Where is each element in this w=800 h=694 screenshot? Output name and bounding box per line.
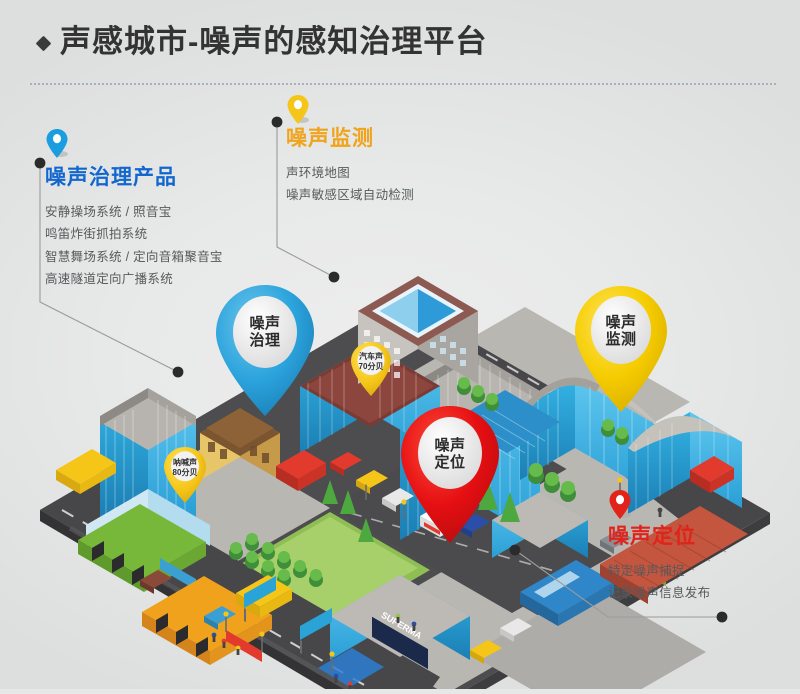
db-label-line-1: 呐喊声 (173, 458, 197, 467)
db-bubble-shout-noise-label: 呐喊声 80分贝 (162, 458, 208, 478)
block-monitor-heading: 噪声监测 (286, 127, 374, 150)
mini-pin-locate-icon (609, 490, 631, 520)
db-label-line-1: 汽车声 (359, 352, 383, 361)
building-right-small (492, 492, 588, 558)
page-title-text: 声感城市-噪声的感知治理平台 (60, 24, 488, 59)
pin-label-line-2: 治理 (249, 331, 281, 349)
block-monitor-line-1: 声环境地图 (286, 166, 351, 180)
block-products-line-4: 高速隧道定向广播系统 (45, 271, 174, 286)
text-block-products: 噪声治理产品 安静操场系统 / 照音宝 鸣笛炸街抓拍系统 智慧舞场系统 / 定向… (45, 167, 223, 290)
db-bubble-shout-noise[interactable]: 呐喊声 80分贝 (162, 446, 208, 504)
map-pin-noise-monitor-label: 噪声 监测 (571, 314, 671, 349)
block-products-heading: 噪声治理产品 (45, 166, 177, 189)
building-brownstone (200, 408, 280, 480)
block-products-line-1: 安静操场系统 / 照音宝 (45, 205, 172, 219)
title-divider (30, 83, 776, 85)
block-locate-heading: 噪声定位 (608, 525, 696, 548)
pin-label-line-1: 噪声 (605, 314, 637, 331)
pin-label-line-2: 定位 (434, 453, 466, 471)
db-label-line-2: 80分贝 (172, 467, 198, 477)
map-pin-noise-treatment[interactable]: 噪声 治理 (212, 283, 318, 418)
block-locate-line-2: 记录噪声信息发布 (608, 586, 711, 601)
pin-label-line-1: 噪声 (249, 315, 281, 332)
db-label-line-2: 70分贝 (358, 361, 384, 371)
street-furniture (211, 477, 663, 691)
map-pin-noise-location[interactable]: 噪声 定位 (398, 404, 502, 545)
block-products-line-2: 鸣笛炸街抓拍系统 (45, 227, 148, 242)
map-pin-noise-location-label: 噪声 定位 (398, 437, 502, 472)
map-pin-noise-monitor[interactable]: 噪声 监测 (571, 284, 671, 414)
db-bubble-car-noise-label: 汽车声 70分贝 (349, 352, 393, 372)
building-pyramid-tower (358, 276, 478, 384)
text-block-locate: 噪声定位 特定噪声捕捉 记录噪声信息发布 (608, 526, 710, 605)
page-title: 声感城市-噪声的感知治理平台 (35, 24, 488, 59)
db-bubble-car-noise[interactable]: 汽车声 70分贝 (349, 341, 393, 397)
mini-pin-monitor-icon (287, 95, 309, 125)
pin-label-line-1: 噪声 (434, 437, 466, 454)
diamond-bullet-icon (35, 35, 52, 52)
block-locate-line-1: 特定噪声捕捉 (608, 564, 685, 578)
pin-label-line-2: 监测 (605, 330, 637, 348)
truck-red (276, 450, 326, 491)
map-pin-noise-treatment-label: 噪声 治理 (212, 315, 318, 350)
text-block-monitor: 噪声监测 声环境地图 噪声敏感区域自动检测 (286, 128, 414, 207)
block-monitor-line-2: 噪声敏感区域自动检测 (286, 188, 415, 203)
tram-orange (142, 576, 272, 665)
trees (229, 377, 629, 587)
block-products-line-3: 智慧舞场系统 / 定向音箱聚音宝 (45, 249, 223, 264)
mini-pin-products-icon (46, 129, 68, 159)
